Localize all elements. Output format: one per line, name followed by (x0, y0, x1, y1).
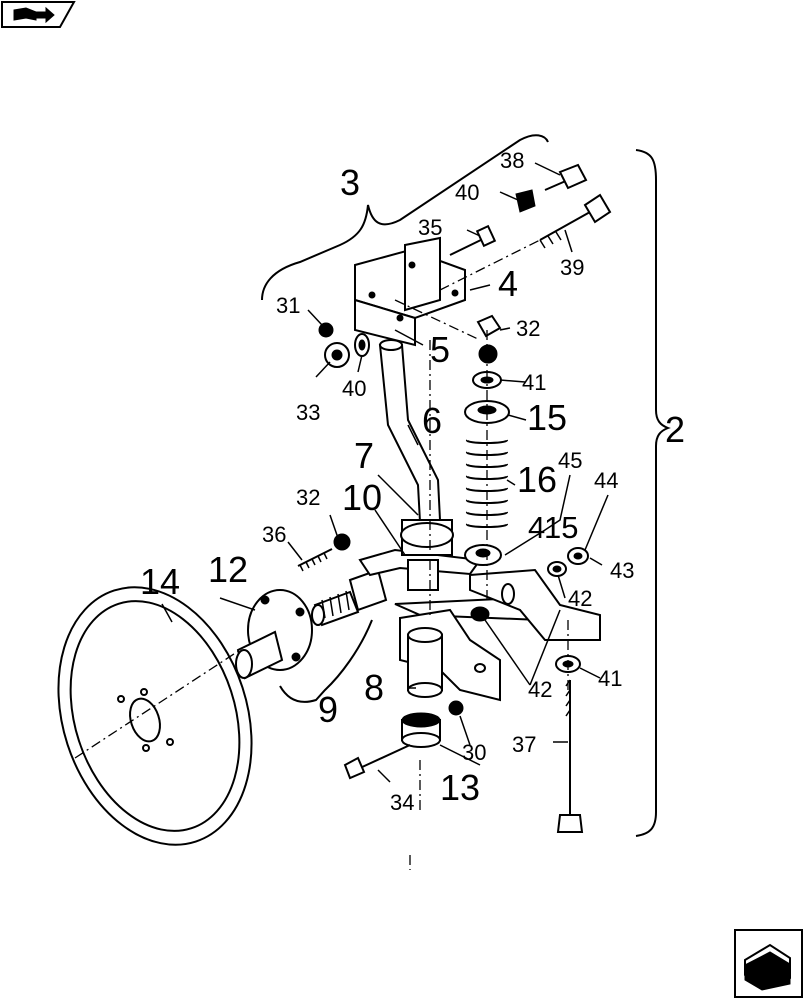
bolt-39 (539, 193, 612, 249)
callout-40-upper: 40 (455, 180, 479, 205)
callout-42-lower: 42 (528, 677, 552, 702)
disc-blade (57, 586, 253, 846)
callout-9: 9 (318, 689, 338, 730)
nut-32-lower (333, 533, 351, 551)
callout-12: 12 (208, 549, 248, 590)
callout-40-lower: 40 (342, 376, 366, 401)
next-page-arrow-icon[interactable] (734, 929, 803, 998)
callout-7: 7 (354, 435, 374, 476)
hub (235, 589, 313, 680)
callout-16: 16 (517, 459, 557, 500)
callout-8: 8 (364, 667, 384, 708)
book-arrow-icon[interactable] (1, 1, 76, 28)
callout-45: 45 (558, 448, 582, 473)
callout-2: 2 (665, 409, 685, 450)
callout-38: 38 (500, 148, 524, 173)
callout-33: 33 (296, 400, 320, 425)
bolt-37 (556, 679, 584, 833)
callout-37: 37 (512, 732, 536, 757)
callout-34: 34 (390, 790, 414, 815)
callout-43: 43 (610, 558, 634, 583)
bolt-35 (449, 224, 497, 256)
callout-15-lower: 15 (544, 510, 578, 545)
callout-44: 44 (594, 468, 618, 493)
callout-35: 35 (418, 215, 442, 240)
callout-10: 10 (342, 477, 382, 518)
callout-4-small: 4 (528, 510, 545, 545)
leader-lines (161, 162, 609, 783)
callout-39: 39 (560, 255, 584, 280)
callout-14: 14 (140, 561, 180, 602)
spindle (311, 568, 388, 627)
callout-6: 6 (422, 400, 442, 441)
bearing-housing (399, 608, 501, 748)
bracket-assembly-3 (261, 134, 549, 301)
bracket-assembly-2 (635, 149, 671, 837)
callout-30: 30 (462, 740, 486, 765)
callout-41-upper: 41 (522, 370, 546, 395)
callout-32-upper: 32 (516, 316, 540, 341)
nut-40-upper (515, 189, 536, 213)
callout-4: 4 (498, 263, 518, 304)
callout-3: 3 (340, 162, 360, 203)
callout-41-lower: 41 (598, 666, 622, 691)
callout-32-lower: 32 (296, 485, 320, 510)
callout-5: 5 (430, 329, 450, 370)
callout-42-right: 42 (568, 586, 592, 611)
nuts-31-33-40 (318, 322, 370, 368)
callout-13: 13 (440, 767, 480, 808)
mount-bracket (354, 236, 466, 347)
callout-15-upper: 15 (527, 397, 567, 438)
bolt-36 (297, 548, 333, 572)
shank (378, 339, 454, 591)
callout-36: 36 (262, 522, 286, 547)
bolt-38 (544, 163, 588, 191)
bracket-assembly-9 (279, 619, 373, 703)
bolt-34 (343, 744, 411, 780)
callout-31: 31 (276, 293, 300, 318)
